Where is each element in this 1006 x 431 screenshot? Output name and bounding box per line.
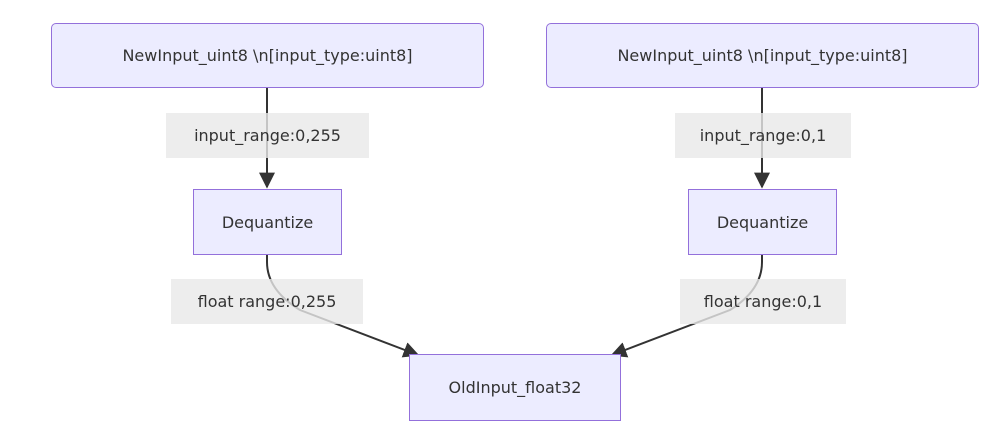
node-new-input-left: NewInput_uint8 \n[input_type:uint8]	[51, 23, 484, 88]
edge-label-input-range-left: input_range:0,255	[166, 113, 369, 158]
edge-label-float-range-left: float range:0,255	[171, 279, 363, 324]
edge-label-float-range-right: float range:0,1	[680, 279, 846, 324]
node-new-input-right: NewInput_uint8 \n[input_type:uint8]	[546, 23, 979, 88]
node-old-input-float32: OldInput_float32	[409, 354, 621, 421]
node-dequantize-left: Dequantize	[193, 189, 342, 255]
edge-label-input-range-right: input_range:0,1	[675, 113, 851, 158]
node-dequantize-right: Dequantize	[688, 189, 837, 255]
